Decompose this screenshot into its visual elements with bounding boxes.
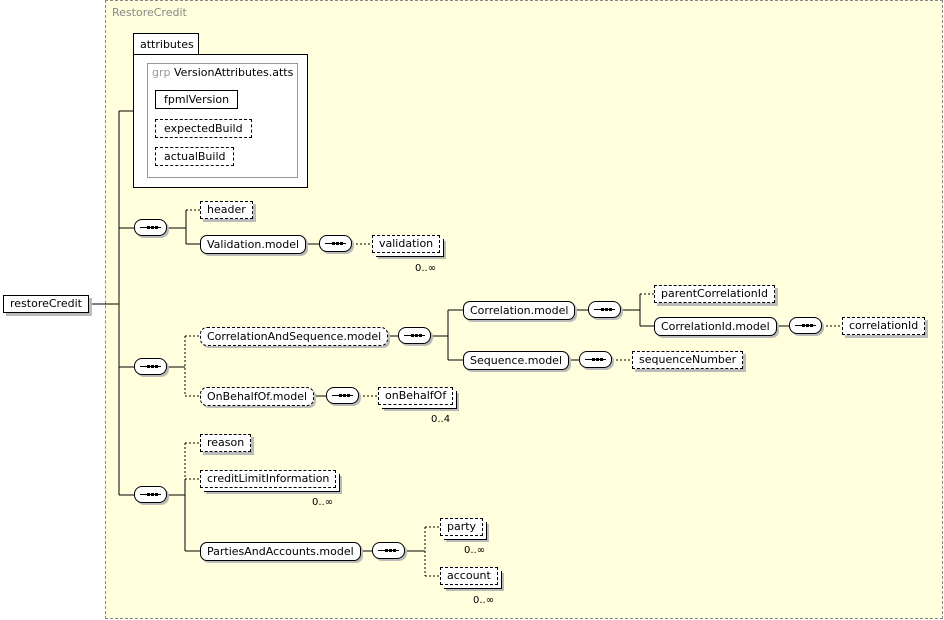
sequence-compositor-icon[interactable]: [134, 219, 167, 236]
attribute-group-label: grp VersionAttributes.atts: [152, 66, 293, 79]
element-parent-correlation-id[interactable]: parentCorrelationId: [654, 285, 775, 303]
attributes-tab: attributes: [133, 33, 199, 55]
element-validation[interactable]: validation: [372, 235, 441, 253]
sequence-compositor-icon[interactable]: [372, 542, 405, 559]
attribute-actual-build[interactable]: actualBuild: [155, 147, 235, 166]
attribute-fpml-version[interactable]: fpmlVersion: [155, 90, 239, 109]
element-reason[interactable]: reason: [200, 434, 252, 452]
group-correlation-model[interactable]: Correlation.model: [463, 301, 576, 320]
group-sequence-model[interactable]: Sequence.model: [463, 351, 570, 370]
sequence-compositor-icon[interactable]: [789, 317, 822, 334]
element-account[interactable]: account: [440, 567, 498, 585]
group-correlation-and-sequence-model[interactable]: CorrelationAndSequence.model: [200, 327, 389, 346]
cardinality-on-behalf-of: 0..4: [431, 414, 451, 425]
group-keyword: grp: [152, 66, 171, 79]
sequence-compositor-icon[interactable]: [134, 358, 167, 375]
cardinality-credit-limit-information: 0..∞: [312, 497, 334, 508]
group-on-behalf-of-model[interactable]: OnBehalfOf.model: [200, 387, 315, 406]
container-title: RestoreCredit: [112, 6, 187, 19]
sequence-compositor-icon[interactable]: [398, 327, 431, 344]
root-element-restore-credit[interactable]: restoreCredit: [3, 295, 89, 313]
sequence-compositor-icon[interactable]: [326, 387, 359, 404]
element-correlation-id[interactable]: correlationId: [842, 317, 926, 335]
cardinality-account: 0..∞: [473, 595, 495, 606]
sequence-compositor-icon[interactable]: [588, 301, 621, 318]
group-correlation-id-model[interactable]: CorrelationId.model: [654, 317, 777, 336]
element-party[interactable]: party: [440, 518, 484, 536]
cardinality-party: 0..∞: [464, 545, 486, 556]
element-header[interactable]: header: [200, 201, 253, 219]
attribute-expected-build[interactable]: expectedBuild: [155, 119, 252, 138]
element-credit-limit-information[interactable]: creditLimitInformation: [200, 470, 337, 488]
group-name: VersionAttributes.atts: [174, 66, 294, 79]
sequence-compositor-icon[interactable]: [319, 235, 352, 252]
cardinality-validation: 0..∞: [415, 263, 437, 274]
group-validation-model[interactable]: Validation.model: [200, 235, 307, 254]
sequence-compositor-icon[interactable]: [134, 486, 167, 503]
element-on-behalf-of[interactable]: onBehalfOf: [378, 387, 454, 405]
element-sequence-number[interactable]: sequenceNumber: [632, 351, 744, 369]
sequence-compositor-icon[interactable]: [579, 351, 612, 368]
group-parties-and-accounts-model[interactable]: PartiesAndAccounts.model: [200, 542, 361, 561]
